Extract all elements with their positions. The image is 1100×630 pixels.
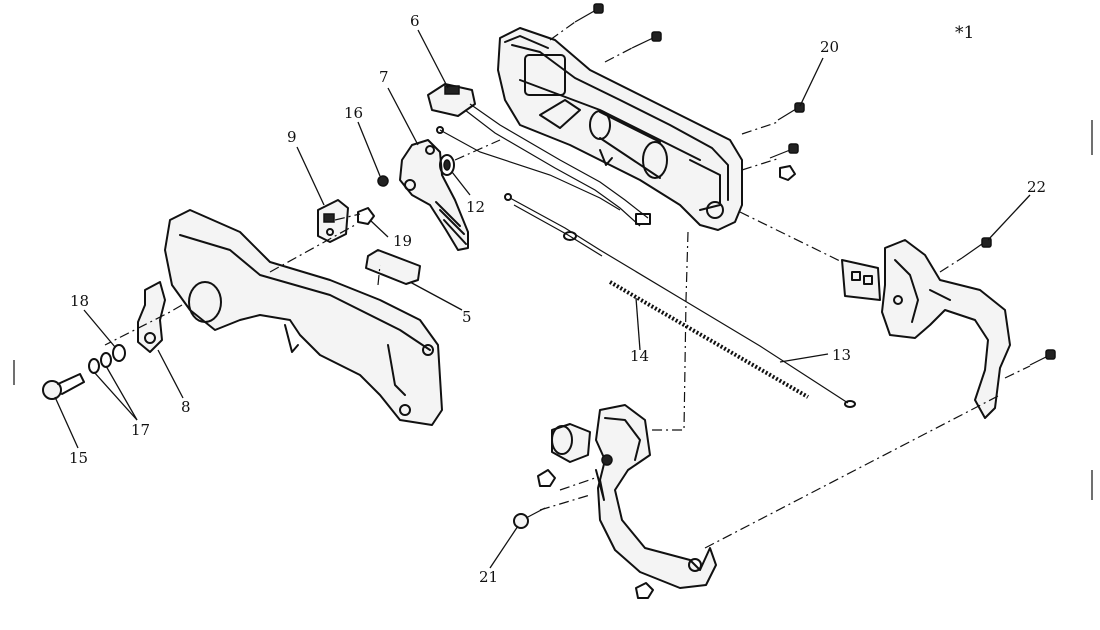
cable-part-13 — [504, 193, 856, 408]
callout-16: 16 — [344, 104, 363, 122]
callout-9: 9 — [287, 128, 297, 146]
screw-part-21 — [513, 507, 546, 529]
nut-bottom — [635, 582, 654, 599]
nut-bottom-left — [537, 469, 556, 487]
callout-labels: 6 7 16 9 12 19 5 18 8 17 15 20 22 14 13 … — [69, 12, 1046, 586]
screw-right-lower — [1029, 349, 1056, 366]
front-handle-grip — [164, 209, 443, 426]
nut-right-b — [779, 165, 796, 181]
lever-part-8 — [137, 281, 166, 353]
callout-15: 15 — [69, 449, 88, 467]
screw-part-16 — [377, 175, 389, 187]
washer-part-18 — [112, 344, 126, 362]
screw-part-22 — [961, 237, 992, 259]
screw-top-2 — [631, 31, 662, 49]
callout-20: 20 — [820, 38, 839, 56]
washer-part-17a — [100, 352, 112, 368]
callout-8: 8 — [181, 398, 191, 416]
spring-part-12 — [439, 154, 455, 176]
corner-note: *1 — [955, 23, 974, 43]
block-part-5 — [365, 249, 421, 285]
bracket-part-9 — [317, 199, 349, 243]
edge-marks — [13, 120, 1093, 500]
screw-20 — [777, 102, 805, 121]
callout-6: 6 — [410, 12, 420, 30]
screw-top-1 — [574, 3, 604, 23]
callout-12: 12 — [466, 198, 485, 216]
nut-part-19 — [357, 207, 375, 225]
washer-part-17b — [88, 358, 100, 374]
callout-5: 5 — [462, 308, 472, 326]
callout-7: 7 — [379, 68, 389, 86]
callout-21: 21 — [479, 568, 498, 586]
leader-lines — [54, 29, 1031, 569]
handle-bracket-22 — [841, 239, 1011, 419]
callout-22: 22 — [1027, 178, 1046, 196]
callout-14: 14 — [630, 347, 649, 365]
rear-handle-housing — [497, 27, 743, 231]
screw-right-a — [769, 143, 799, 159]
switch-part-6 — [427, 83, 651, 227]
callout-18: 18 — [70, 292, 89, 310]
callout-17: 17 — [131, 421, 150, 439]
bolt-part-15 — [42, 373, 85, 400]
loop-handle-lower — [551, 404, 717, 589]
trigger-part-7 — [399, 139, 469, 251]
callout-19: 19 — [393, 232, 412, 250]
callout-13: 13 — [832, 346, 851, 364]
assembly-lines — [104, 21, 1031, 549]
